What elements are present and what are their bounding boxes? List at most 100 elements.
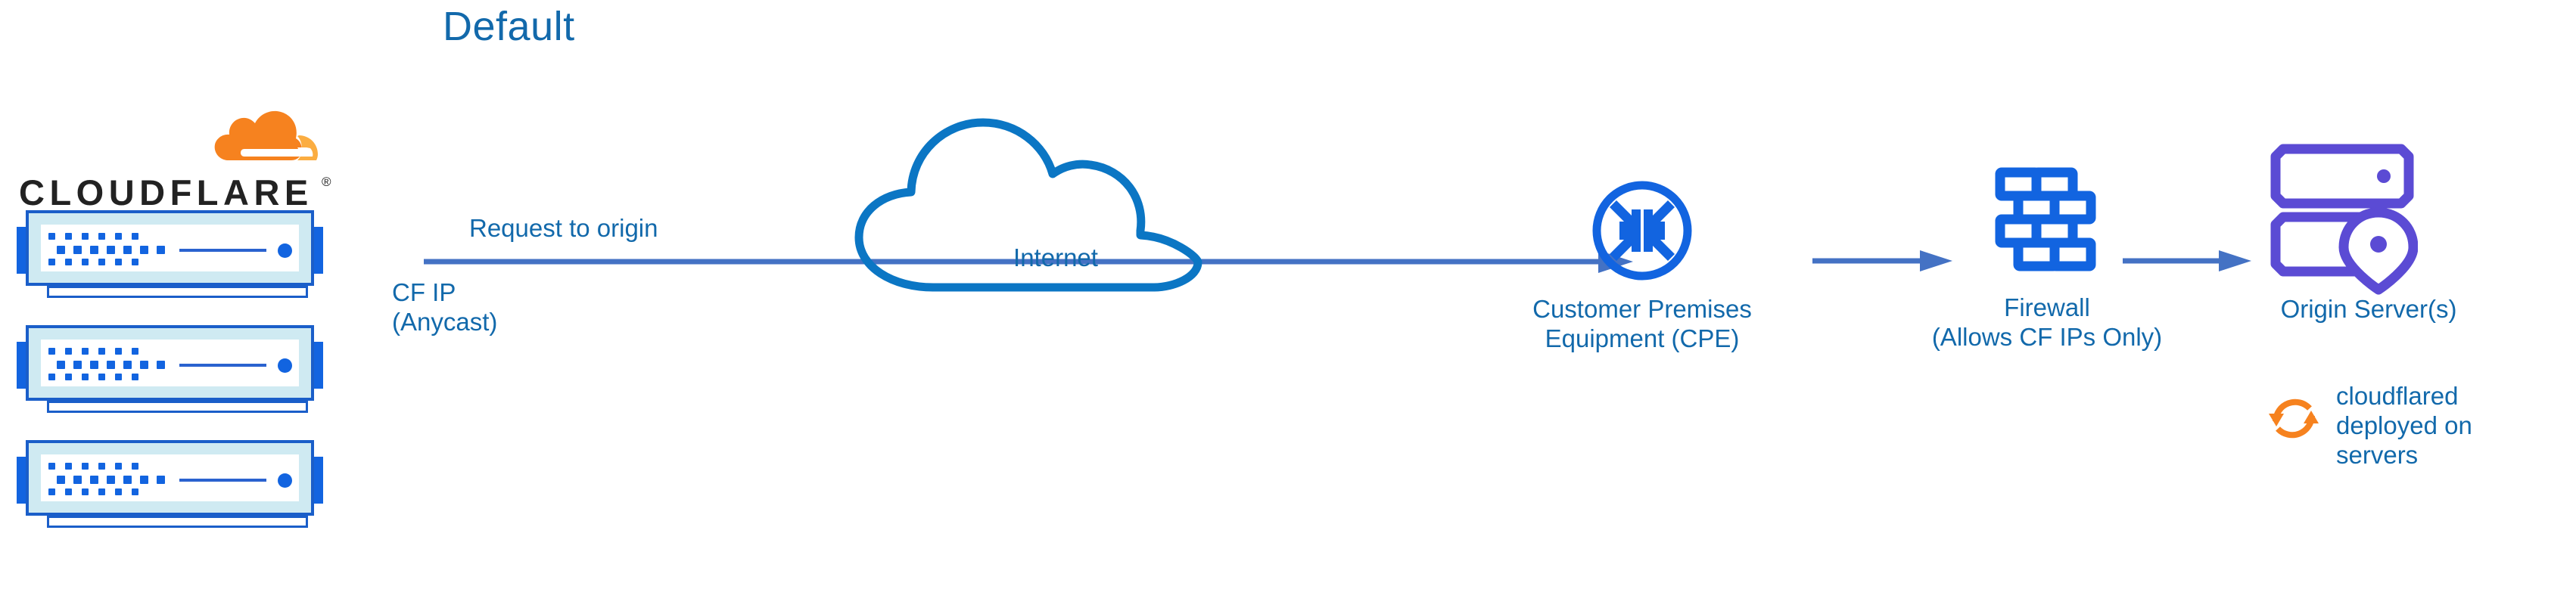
server-led-icon [140, 246, 148, 254]
cloudflared-annotation: cloudflared deployed on servers [2266, 382, 2569, 503]
label-firewall-line1: Firewall [2004, 293, 2090, 321]
server-led-icon [132, 233, 138, 240]
server-led-icon [157, 246, 165, 254]
server-led-icon [73, 246, 82, 254]
server-led-icon [82, 259, 89, 265]
server-led-icon [48, 348, 55, 355]
server-led-icon [132, 488, 138, 495]
server-led-icon [123, 361, 132, 369]
server-led-icon [65, 348, 72, 355]
server-led-grid-icon [48, 463, 165, 498]
server-led-icon [57, 476, 65, 484]
server-led-icon [107, 361, 115, 369]
label-firewall-line2: (Allows CF IPs Only) [1931, 322, 2163, 351]
server-led-icon [98, 233, 105, 240]
arrow-firewall-to-origin [2123, 250, 2251, 271]
server-led-icon [48, 463, 55, 470]
server-power-led-icon [278, 243, 292, 258]
server-led-icon [65, 259, 72, 265]
server-led-icon [140, 476, 148, 484]
router-arrows-circle-icon [1589, 178, 1695, 284]
server-led-icon [115, 463, 122, 470]
server-led-icon [90, 361, 98, 369]
server-led-icon [65, 233, 72, 240]
server-led-icon [140, 361, 148, 369]
server-led-icon [123, 476, 132, 484]
server-power-led-icon [278, 358, 292, 373]
label-request-to-origin: Request to origin [469, 214, 658, 242]
server-led-icon [48, 374, 55, 380]
server-led-icon [107, 246, 115, 254]
server-led-icon [48, 259, 55, 265]
server-led-icon [90, 246, 98, 254]
server-led-icon [82, 348, 89, 355]
edge-server-unit-1 [17, 210, 323, 298]
server-led-icon [107, 476, 115, 484]
label-cpe: Customer Premises Equipment (CPE) [1506, 295, 1778, 354]
registered-trademark-icon: ® [322, 175, 331, 189]
label-origin-server: Origin Server(s) [2280, 295, 2457, 323]
sync-arrows-icon [2266, 391, 2321, 445]
server-led-grid-icon [48, 348, 165, 383]
cloud-icon [854, 118, 1202, 292]
server-led-icon [98, 463, 105, 470]
cloudflared-line2: deployed on [2336, 411, 2472, 439]
server-led-icon [123, 246, 132, 254]
server-led-icon [98, 374, 105, 380]
server-slot-line-icon [179, 364, 266, 367]
server-led-icon [82, 233, 89, 240]
cloudflare-logo: CLOUDFLARE ® [19, 102, 344, 212]
edge-server-unit-2 [17, 325, 323, 413]
cloudflare-wordmark: CLOUDFLARE [19, 172, 313, 212]
server-led-icon [115, 233, 122, 240]
server-led-icon [115, 348, 122, 355]
server-base-plate [47, 516, 308, 528]
server-slot-line-icon [179, 479, 266, 482]
label-firewall: Firewall (Allows CF IPs Only) [1896, 293, 2198, 352]
server-led-icon [157, 361, 165, 369]
server-led-icon [73, 476, 82, 484]
label-cf-ip-line1: CF IP [392, 278, 456, 306]
server-power-led-icon [278, 473, 292, 488]
server-led-icon [82, 374, 89, 380]
server-base-plate [47, 286, 308, 298]
server-led-icon [157, 476, 165, 484]
label-cpe-line2: Equipment (CPE) [1545, 324, 1740, 352]
server-location-pin-icon [2266, 140, 2419, 295]
server-led-icon [132, 374, 138, 380]
label-cf-ip-anycast: CF IP (Anycast) [392, 278, 497, 337]
cloudflared-text: cloudflared deployed on servers [2336, 382, 2563, 470]
server-led-icon [98, 259, 105, 265]
label-cf-ip-line2: (Anycast) [392, 307, 498, 336]
cloudflare-cloud-icon [185, 102, 329, 181]
server-led-icon [82, 463, 89, 470]
server-led-icon [132, 348, 138, 355]
server-led-icon [115, 374, 122, 380]
server-led-icon [115, 488, 122, 495]
server-led-icon [115, 259, 122, 265]
server-led-icon [48, 233, 55, 240]
internet-cloud-node: Internet [836, 106, 1275, 348]
server-led-icon [57, 361, 65, 369]
server-led-icon [65, 488, 72, 495]
server-led-grid-icon [48, 233, 165, 268]
cloudflared-line3: servers [2336, 440, 2419, 469]
server-led-icon [98, 488, 105, 495]
server-led-icon [73, 361, 82, 369]
label-cpe-line1: Customer Premises [1532, 295, 1752, 323]
server-led-icon [98, 348, 105, 355]
server-led-icon [65, 374, 72, 380]
server-led-icon [65, 463, 72, 470]
server-led-icon [132, 463, 138, 470]
label-internet: Internet [1013, 243, 1098, 271]
page-title: Default [443, 4, 575, 49]
edge-server-unit-3 [17, 440, 323, 528]
server-led-icon [132, 259, 138, 265]
server-led-icon [82, 488, 89, 495]
server-slot-line-icon [179, 249, 266, 252]
server-led-icon [57, 246, 65, 254]
arrow-cpe-to-firewall [1812, 250, 1952, 271]
server-base-plate [47, 401, 308, 413]
cloudflared-line1: cloudflared [2336, 382, 2459, 410]
